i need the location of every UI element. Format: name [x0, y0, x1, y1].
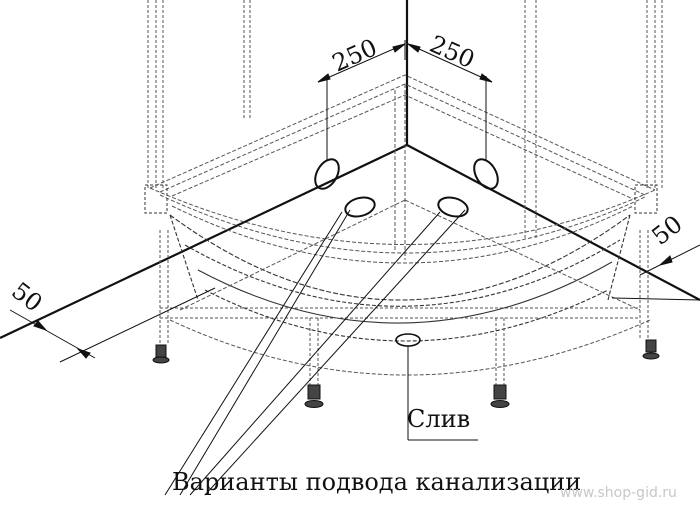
foot-front-left: [304, 384, 324, 408]
dim-250-left: [317, 40, 406, 160]
hole-wall-left: [314, 158, 340, 190]
dim-label-right: 250: [426, 30, 479, 74]
foot-right: [642, 339, 660, 360]
drain-leader: [407, 346, 478, 441]
foot-front-right: [490, 384, 510, 408]
watermark: www.shop-gid.ru: [560, 485, 677, 501]
tray-apron: [169, 214, 631, 342]
drain-hole: [395, 333, 421, 347]
dim-250-right: [407, 43, 493, 160]
inner-hidden-lines: [169, 84, 651, 376]
hole-wall-right: [473, 158, 499, 190]
sewer-leaders: [164, 209, 466, 496]
sewer-options-label: Варианты подвода канализации: [172, 468, 581, 496]
left-wall-baseline: [0, 144, 408, 339]
drain-label: Слив: [407, 405, 470, 433]
dim-label-right-gap: 50: [646, 210, 687, 251]
tray-rim: [149, 74, 656, 264]
frame-posts: [147, 0, 663, 240]
adjustable-feet: [152, 339, 660, 408]
dim-50-right: [611, 244, 700, 301]
hole-floor-left: [344, 196, 376, 218]
hole-floor-right: [437, 196, 469, 218]
foot-left: [152, 344, 170, 364]
right-wall-baseline: [406, 144, 700, 301]
sewer-holes: [314, 158, 499, 218]
frame-rails: [159, 230, 649, 385]
corner-brackets: [144, 184, 658, 214]
dim-50-left: [9, 287, 216, 363]
dim-label-left: 250: [328, 33, 381, 77]
